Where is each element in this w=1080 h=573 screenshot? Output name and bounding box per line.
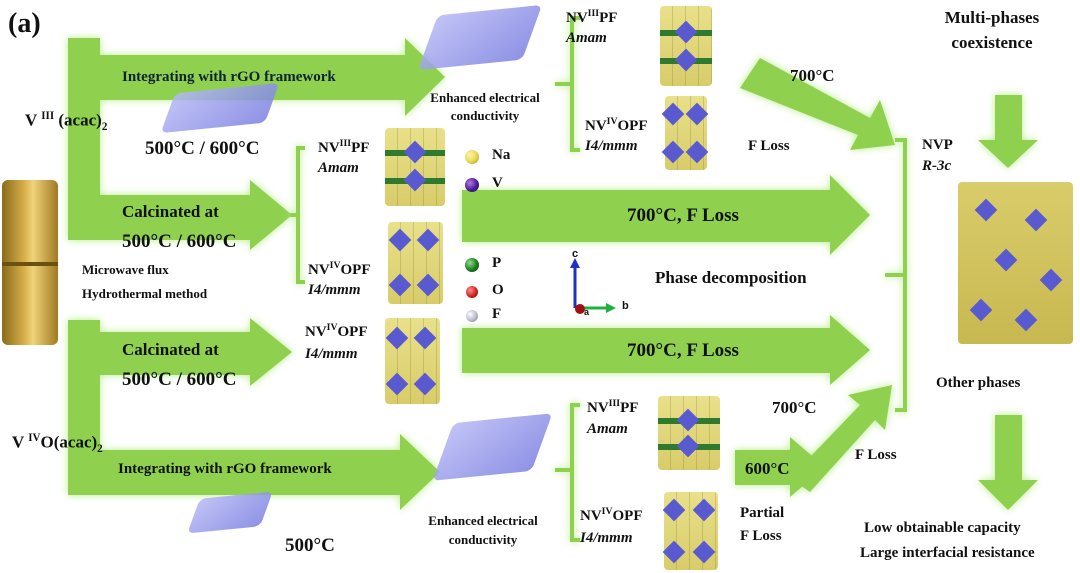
bracket-convergence: [885, 138, 907, 412]
label-partial-2: F Loss: [740, 528, 782, 544]
sg-r3c: R-3c: [922, 158, 952, 174]
label-bottom-600: 600°C: [745, 459, 790, 478]
arrow-top-rgo: [68, 38, 445, 116]
crystal-nv4opf-icon: [662, 492, 718, 570]
arrow-bottom-rgo: [68, 434, 440, 510]
crystal-nv3pf-icon: [658, 396, 720, 470]
label-top-calc: Calcinated at: [122, 202, 219, 221]
phase-nv3pf-top: NVIIIPF: [566, 8, 618, 26]
precursor-v3: V III (acac)2: [25, 110, 108, 134]
label-bottom-calc: Calcinated at: [122, 340, 219, 359]
legend-na-label: Na: [492, 147, 511, 163]
legend-o-swatch: [466, 286, 478, 298]
arrow-bottom-diagonal: [790, 385, 892, 492]
label-top-rgo-temp: 500°C / 600°C: [145, 138, 260, 159]
legend-p-label: P: [492, 255, 502, 271]
legend-f-swatch: [466, 310, 478, 322]
bracket-bottom-right-phases: [555, 403, 580, 542]
crystal-nv4opf-icon: [385, 318, 440, 404]
legend-o-label: O: [492, 282, 504, 298]
label-top-floss: F Loss: [748, 138, 790, 154]
label-bottom-rgo-temp: 500°C: [285, 535, 335, 556]
outcome-result-2: Large interfacial resistance: [860, 545, 1035, 561]
vessel-seam: [2, 262, 58, 266]
label-mid1: 700°C, F Loss: [627, 205, 739, 226]
arrow-top-calc: [68, 180, 292, 250]
sg-i4mmm-bottom-calc: I4/mmm: [305, 346, 358, 362]
arrow-mid1: [462, 175, 870, 255]
crystal-nv3pf-icon: [660, 6, 712, 86]
phase-nv3pf-bottom: NVIIIPF: [587, 398, 639, 416]
sg-amam-bottom: Amam: [587, 421, 628, 437]
label-bottom-floss: F Loss: [855, 447, 897, 463]
label-partial-1: Partial: [740, 505, 785, 521]
bracket-top-right-phases: [555, 16, 580, 152]
crystal-nv4opf-icon: [661, 96, 709, 170]
phase-nv4opf-bottom-calc: NVIVOPF: [305, 322, 368, 340]
sg-amam-mid: Amam: [318, 160, 359, 176]
label-mid2: 700°C, F Loss: [627, 340, 739, 361]
label-phase-decomposition: Phase decomposition: [655, 268, 807, 287]
phase-nv4opf-top: NVIVOPF: [585, 116, 648, 134]
legend-v-swatch: [465, 178, 479, 192]
crystal-nv4opf-icon: [388, 222, 443, 304]
label-top-rgo: Integrating with rGO framework: [122, 69, 336, 85]
sg-amam-top: Amam: [566, 30, 607, 46]
label-top-700: 700°C: [790, 66, 835, 85]
legend-na-swatch: [465, 150, 479, 164]
axis-b-label: b: [622, 300, 629, 312]
precursor-v4: V IVO(acac)2: [12, 432, 103, 456]
arrow-down-bottom: [978, 415, 1038, 510]
label-bottom-700: 700°C: [772, 398, 817, 417]
crystal-nv3pf-icon: [385, 128, 445, 206]
legend-p-swatch: [465, 258, 479, 272]
phase-nv4opf-mid: NVIVOPF: [308, 260, 371, 278]
enhanced-bottom-2: conductivity: [448, 532, 518, 547]
sg-i4mmm-bottom: I4/mmm: [580, 530, 633, 546]
label-bottom-rgo: Integrating with rGO framework: [118, 461, 332, 477]
outcome-other-phases: Other phases: [936, 375, 1021, 391]
outcome-result-1: Low obtainable capacity: [864, 520, 1021, 536]
panel-label: (a): [8, 8, 41, 39]
axis-c-label: c: [572, 248, 579, 260]
enhanced-bottom-1: Enhanced electrical: [428, 513, 538, 528]
arrow-mid2: [462, 315, 870, 385]
sg-i4mmm-mid: I4/mmm: [308, 282, 361, 298]
arrow-down-top: [978, 95, 1038, 168]
axis-a-label: a: [584, 307, 590, 317]
synthesis-line2: Hydrothermal method: [82, 286, 208, 301]
legend-f-label: F: [492, 306, 502, 322]
legend-v-label: V: [492, 175, 503, 191]
crystal-nvp-icon: [958, 182, 1073, 344]
bracket-mid-phases: [290, 146, 305, 284]
phase-nvp: NVP: [922, 137, 953, 153]
phase-nv3pf-mid: NVIIIPF: [318, 138, 370, 156]
phase-nv4opf-bottom: NVIVOPF: [580, 506, 643, 524]
outcome-multi-2: coexistence: [951, 33, 1033, 52]
sg-i4mmm-top: I4/mmm: [585, 138, 638, 154]
enhanced-top-1: Enhanced electrical: [430, 90, 540, 105]
arrow-bottom-calc: [68, 318, 292, 386]
outcome-multi-1: Multi-phases: [944, 8, 1040, 27]
label-top-calc-temp: 500°C / 600°C: [122, 231, 237, 252]
synthesis-line1: Microwave flux: [82, 262, 169, 277]
label-bottom-calc-temp: 500°C / 600°C: [122, 369, 237, 390]
enhanced-top-2: conductivity: [450, 108, 520, 123]
arrow-top-diagonal: [740, 58, 895, 150]
